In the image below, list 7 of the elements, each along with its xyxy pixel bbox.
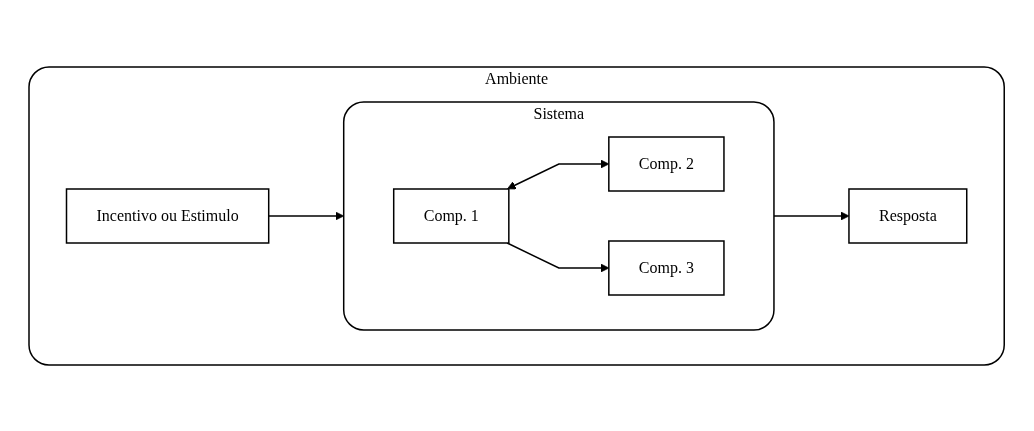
arrow — [506, 241, 610, 272]
node-box: Incentivo ou Estimulo — [66, 187, 270, 244]
node-box: Resposta — [848, 187, 968, 244]
node-box: Comp. 2 — [608, 135, 726, 192]
node-box: Comp. 3 — [608, 239, 726, 296]
arrow — [507, 159, 610, 189]
node-box: Comp. 1 — [393, 187, 510, 244]
